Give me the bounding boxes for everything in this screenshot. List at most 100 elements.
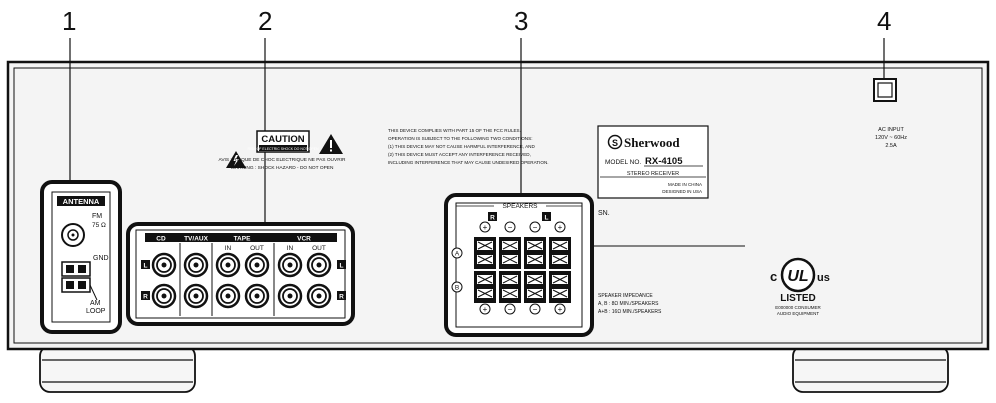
fcc-line-2: OPERATION IS SUBJECT TO THE FOLLOWING TW… [388, 136, 532, 141]
vcr-in-label: IN [287, 245, 294, 252]
speaker-terminal-b[interactable] [499, 271, 521, 303]
chassis-inner-edge [13, 67, 983, 344]
speaker-polarity-sign: − [504, 303, 516, 315]
callout-number-4: 4 [877, 6, 892, 36]
ac-voltage-label: 120V ~ 60Hz [875, 135, 907, 141]
product-type: STEREO RECEIVER [627, 171, 679, 177]
speaker-terminal-a[interactable] [499, 237, 521, 269]
audio-rca-jack-panel: CD TV/AUX TAPE VCR IN OUT IN OUT L R L R [126, 222, 355, 326]
left-foot [34, 344, 202, 393]
rca-jack[interactable] [151, 252, 177, 278]
speaker-terminal-a[interactable] [524, 237, 546, 269]
svg-text:−: − [533, 305, 538, 314]
svg-text:+: + [558, 223, 563, 232]
antenna-title: ANTENNA [63, 197, 100, 206]
impedance-line-1: SPEAKER IMPEDANCE [598, 293, 653, 299]
model-rating-label: S Sherwood MODEL NO. RX-4105 STEREO RECE… [597, 125, 709, 199]
group-label-tv-aux: TV/AUX [184, 236, 209, 243]
rca-jack[interactable] [215, 252, 241, 278]
rca-jack[interactable] [277, 252, 303, 278]
tape-in-label: IN [225, 245, 232, 252]
ul-logo-icon [780, 257, 816, 293]
speaker-polarity-sign: − [504, 221, 516, 233]
speaker-polarity-sign: + [554, 303, 566, 315]
fcc-line-3: (1) THIS DEVICE MAY NOT CAUSE HARMFUL IN… [388, 144, 535, 149]
fcc-line-5: INCLUDING INTERFERENCE THAT MAY CAUSE UN… [388, 160, 549, 165]
am-label: AM [90, 300, 101, 307]
rca-jack[interactable] [306, 283, 332, 309]
rca-jack[interactable] [215, 283, 241, 309]
ac-input: AC INPUT 120V ~ 60Hz 2.5A [873, 78, 907, 149]
right-channel-label-start: R [143, 294, 148, 301]
sherwood-logo-icon [607, 134, 623, 150]
left-channel-label-end: L [340, 263, 344, 270]
caution-line-2: WARNING : SHOCK HAZARD - DO NOT OPEN [231, 165, 334, 171]
rca-jack[interactable] [183, 252, 209, 278]
speakers-left-label: L [545, 215, 549, 222]
speaker-terminal-block: SPEAKERS R L + − − + + − − + A B [444, 193, 594, 337]
svg-text:−: − [508, 223, 513, 232]
ac-current-label: 2.5A [885, 143, 897, 149]
ul-file-line-2: AUDIO EQUIPMENT [777, 311, 820, 316]
fm-impedance-label: 75 Ω [92, 222, 106, 229]
speaker-terminal-a[interactable] [474, 237, 496, 269]
designed-in-text: DESIGNED IN USA [662, 189, 702, 194]
svg-text:−: − [508, 305, 513, 314]
right-channel-label-end: R [339, 294, 344, 301]
impedance-line-2: A, B : 8Ω MIN./SPEAKERS [598, 301, 659, 307]
caution-title: CAUTION [261, 134, 304, 145]
svg-text:+: + [558, 305, 563, 314]
tape-out-label: OUT [250, 245, 264, 252]
group-label-tape: TAPE [234, 236, 252, 243]
speaker-polarity-sign: − [529, 221, 541, 233]
speaker-terminal-a[interactable] [549, 237, 571, 269]
left-channel-label-start: L [144, 263, 148, 270]
svg-text:+: + [483, 223, 488, 232]
rca-jack[interactable] [183, 283, 209, 309]
callout-number-2: 2 [258, 6, 273, 36]
svg-text:+: + [483, 305, 488, 314]
callout-number-3: 3 [514, 6, 529, 36]
vcr-out-label: OUT [312, 245, 326, 252]
speaker-polarity-sign: + [479, 221, 491, 233]
ul-c-label: c [770, 269, 777, 284]
ac-input-label: AC INPUT [878, 127, 904, 133]
fm-label: FM [92, 213, 102, 220]
right-foot [787, 344, 955, 393]
rca-jack[interactable] [306, 252, 332, 278]
speakers-row-b-label: B [455, 285, 459, 292]
svg-text:−: − [533, 223, 538, 232]
gnd-label: GND [93, 255, 109, 262]
speakers-right-label: R [490, 215, 495, 222]
group-label-vcr: VCR [297, 236, 311, 243]
ul-listed-text: LISTED [780, 293, 816, 304]
speaker-impedance-text: SPEAKER IMPEDANCE A, B : 8Ω MIN./SPEAKER… [598, 293, 662, 315]
speaker-polarity-sign: + [554, 221, 566, 233]
model-number: RX-4105 [645, 156, 683, 167]
fcc-line-4: (2) THIS DEVICE MUST ACCEPT ANY INTERFER… [388, 152, 531, 157]
ul-listed-mark: c UL us LISTED E000000 CONSUMER AUDIO EQ… [770, 257, 830, 316]
svg-text:S: S [612, 138, 618, 148]
rca-jack[interactable] [244, 283, 270, 309]
ul-logo-text: UL [787, 268, 808, 285]
group-label-cd: CD [156, 236, 166, 243]
speaker-polarity-sign: − [529, 303, 541, 315]
ul-file-line-1: E000000 CONSUMER [775, 305, 821, 310]
impedance-line-3: A+B : 16Ω MIN./SPEAKERS [598, 309, 662, 315]
speaker-polarity-sign: + [479, 303, 491, 315]
rca-jack[interactable] [151, 283, 177, 309]
speakers-row-a-label: A [455, 251, 460, 258]
speaker-terminal-b[interactable] [474, 271, 496, 303]
callout-number-1: 1 [62, 6, 77, 36]
speaker-terminal-b[interactable] [524, 271, 546, 303]
speakers-title: SPEAKERS [502, 203, 538, 210]
antenna-terminal-block: ANTENNA FM 75 Ω GND AM LOOP [40, 180, 122, 334]
fcc-line-1: THIS DEVICE COMPLIES WITH PART 15 OF THE… [388, 128, 521, 133]
caution-label: CAUTION RISK OF ELECTRIC SHOCK DO NOT OP… [219, 130, 346, 171]
rca-jack[interactable] [244, 252, 270, 278]
speaker-terminal-b[interactable] [549, 271, 571, 303]
caution-line-1: AVIS : RISQUE DE CHOC ELECTRIQUE NE PAS … [219, 157, 346, 163]
made-in-text: MADE IN CHINA [668, 182, 702, 187]
rca-jack[interactable] [277, 283, 303, 309]
